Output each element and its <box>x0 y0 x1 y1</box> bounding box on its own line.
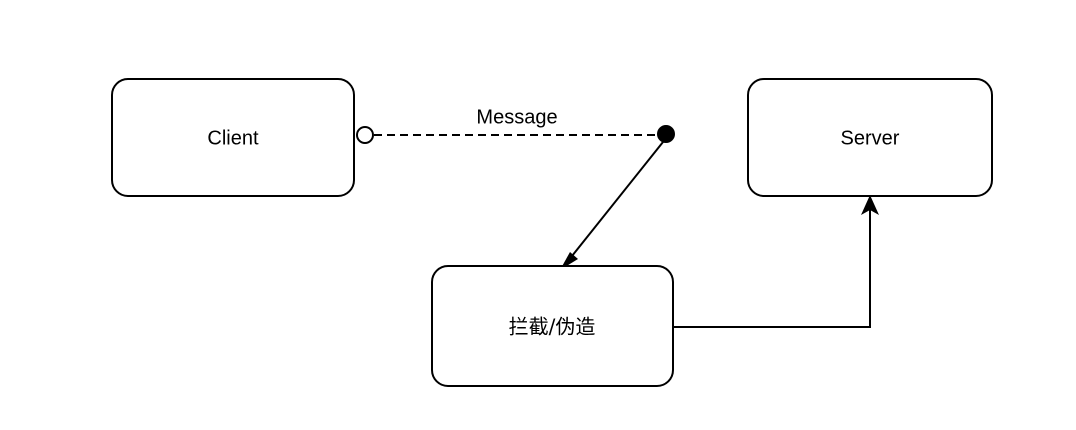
client-box-shape <box>111 78 355 197</box>
edge-client-message[interactable]: Message <box>356 106 675 144</box>
edge-label-message: Message <box>476 106 557 128</box>
elbow-line <box>673 208 871 328</box>
edge-message-to-intercept[interactable] <box>560 141 664 270</box>
node-label-intercept: 拦截/伪造 <box>509 315 596 339</box>
hollow-circle-endpoint-icon <box>356 126 374 144</box>
node-server[interactable]: Server <box>747 78 993 197</box>
arrow-head-up-icon <box>861 195 879 215</box>
node-label-server: Server <box>841 127 900 149</box>
node-intercept[interactable]: 拦截/伪造 <box>431 265 674 387</box>
edge-intercept-to-server[interactable] <box>673 195 879 328</box>
filled-circle-endpoint-icon <box>657 125 675 143</box>
node-client[interactable]: Client <box>111 78 355 197</box>
intercept-box-shape <box>431 265 674 387</box>
server-box-shape <box>747 78 993 197</box>
diagonal-arrow-line <box>567 141 664 262</box>
node-label-client: Client <box>207 127 259 149</box>
